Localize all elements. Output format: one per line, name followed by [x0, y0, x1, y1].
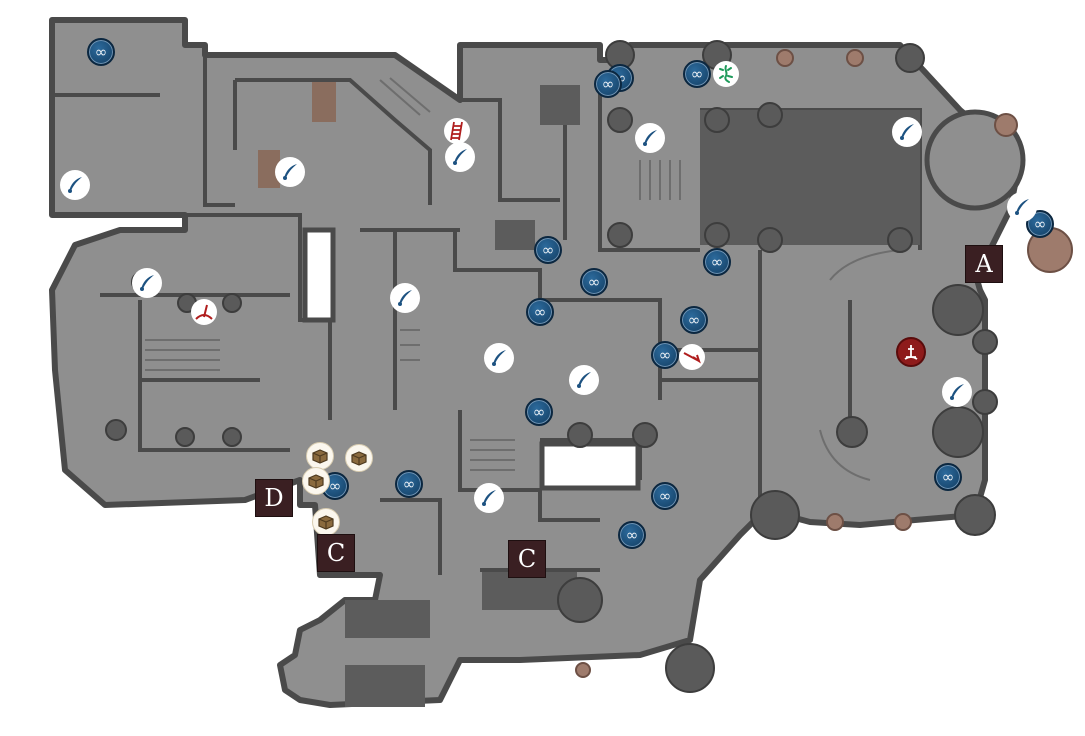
red-circle-icon[interactable] — [896, 337, 926, 367]
infinity-portal-icon[interactable]: ∞ — [580, 268, 608, 296]
area-label-c: C — [317, 534, 355, 572]
dark-blocks — [345, 85, 920, 707]
lizard-icon[interactable] — [713, 61, 739, 87]
quill-icon[interactable] — [892, 117, 922, 147]
stairs — [145, 77, 901, 481]
infinity-portal-icon[interactable]: ∞ — [525, 398, 553, 426]
area-label-d: D — [255, 479, 293, 517]
quill-icon[interactable] — [569, 365, 599, 395]
infinity-portal-icon[interactable]: ∞ — [651, 341, 679, 369]
brown-pillars — [575, 49, 1073, 678]
red-marker-icon[interactable] — [191, 299, 217, 325]
crate-icon[interactable] — [302, 467, 330, 495]
infinity-portal-icon[interactable]: ∞ — [395, 470, 423, 498]
quill-icon[interactable] — [445, 142, 475, 172]
infinity-portal-icon[interactable]: ∞ — [680, 306, 708, 334]
quill-icon[interactable] — [484, 343, 514, 373]
infinity-portal-icon[interactable]: ∞ — [683, 60, 711, 88]
infinity-portal-icon[interactable]: ∞ — [526, 298, 554, 326]
quill-icon[interactable] — [1007, 192, 1037, 222]
infinity-portal-icon[interactable]: ∞ — [934, 463, 962, 491]
crate-icon[interactable] — [345, 444, 373, 472]
crate-icon[interactable] — [306, 442, 334, 470]
crate-icon[interactable] — [312, 508, 340, 536]
red-marker-icon[interactable] — [679, 344, 705, 370]
quill-icon[interactable] — [942, 377, 972, 407]
infinity-portal-icon[interactable]: ∞ — [87, 38, 115, 66]
area-label-c: C — [508, 540, 546, 578]
quill-icon[interactable] — [635, 123, 665, 153]
quill-icon[interactable] — [474, 483, 504, 513]
openings — [302, 227, 641, 491]
infinity-portal-icon[interactable]: ∞ — [651, 482, 679, 510]
infinity-portal-icon[interactable]: ∞ — [703, 248, 731, 276]
infinity-portal-icon[interactable]: ∞ — [594, 70, 622, 98]
quill-icon[interactable] — [275, 157, 305, 187]
quill-icon[interactable] — [390, 283, 420, 313]
area-label-a: A — [965, 245, 1003, 283]
ladder-icon[interactable] — [444, 118, 470, 144]
quill-icon[interactable] — [132, 268, 162, 298]
infinity-portal-icon[interactable]: ∞ — [618, 521, 646, 549]
brown-patches — [258, 82, 336, 188]
infinity-portal-icon[interactable]: ∞ — [534, 236, 562, 264]
quill-icon[interactable] — [60, 170, 90, 200]
